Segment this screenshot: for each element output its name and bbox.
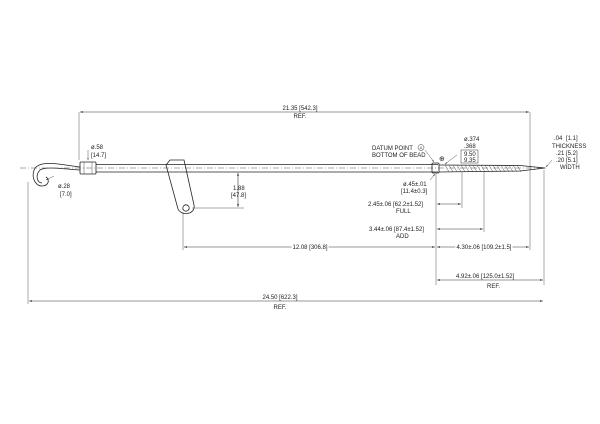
width-m2: [5.1] — [566, 158, 578, 164]
hook-dia-value: ø.28 — [58, 184, 71, 190]
thickness-value: .04 — [554, 136, 563, 142]
bracket-to-datum-value: 12.08 [306.8] — [292, 245, 327, 251]
add-mark-dimension: 3.44±.06 [87.4±1.52] ADD — [369, 227, 483, 240]
bead-spec-m2: 9.35 — [464, 158, 476, 164]
overall-top-dimension: 21.35 [542.3] REF. — [78, 106, 531, 172]
blade-knurl — [444, 164, 522, 173]
bracket-offset-metric: [47.8] — [231, 193, 246, 199]
overall-bottom-note: REF. — [273, 305, 286, 311]
blade-length-dimension: 4.92±.06 [125.0±1.52] REF. — [437, 274, 543, 290]
full-mark-label: FULL — [396, 209, 411, 215]
datum-bead — [431, 162, 440, 174]
datum-to-tip-dimension: 4.30±.06 [109.2±1.5] — [437, 244, 529, 253]
bracket-to-datum-dimension: 12.08 [306.8] — [184, 244, 435, 253]
datum-point-callout: DATUM POINT A BOTTOM OF BEAD — [372, 144, 435, 163]
add-mark-value: 3.44±.06 [87.4±1.52] — [369, 227, 424, 233]
thickness-label: THICKNESS — [552, 144, 586, 150]
tube-dia-metric: [14.7] — [91, 153, 106, 159]
blade-length-value: 4.92±.06 [125.0±1.52] — [456, 274, 515, 280]
full-mark-dimension: 2.45±.06 [62.2±1.52] FULL — [368, 202, 461, 215]
datum-symbol: A — [419, 146, 422, 151]
tube-dia-value: ø.58 — [91, 145, 104, 151]
bracket-hole — [182, 204, 190, 212]
thickness-metric: [1.1] — [566, 136, 578, 142]
hook-handle-inner — [36, 167, 81, 184]
bead-spec-d1: ø.374 — [464, 137, 480, 143]
bead-diameter-callout: ø.45±.01 [11.4±0.3] — [401, 173, 436, 195]
mounting-bracket — [165, 159, 195, 215]
full-mark-value: 2.45±.06 [62.2±1.52] — [368, 202, 423, 208]
bracket-offset-dimension: 1.88 [47.8] — [192, 173, 246, 209]
bracket-offset-value: 1.88 — [233, 186, 245, 192]
overall-top-note: REF. — [293, 114, 306, 120]
datum-to-tip-value: 4.30±.06 [109.2±1.5] — [457, 245, 512, 251]
datum-line1: DATUM POINT — [372, 146, 413, 152]
hook-dia-metric: [7.0] — [60, 192, 72, 198]
hook-diameter-callout: ø.28 [7.0] — [45, 175, 72, 198]
bead-gauge-icon: ⊕ — [439, 156, 445, 163]
bead-dia-value: ø.45±.01 — [403, 182, 427, 188]
datum-line2: BOTTOM OF BEAD — [372, 153, 426, 159]
bead-spec-callout: ø.374 .368 9.50 9.35 ⊕ — [439, 137, 480, 165]
blade-length-note: REF. — [487, 284, 500, 290]
width-label: WIDTH — [560, 165, 580, 171]
bead-spec-m1: 9.50 — [464, 152, 476, 158]
add-mark-label: ADD — [396, 234, 409, 240]
thickness-width-callout: .04 [1.1] THICKNESS .21 [5.2] .20 [5.1] … — [545, 136, 586, 171]
dipstick-part — [20, 159, 548, 215]
hook-handle — [32, 162, 81, 187]
overall-top-value: 21.35 [542.3] — [282, 106, 317, 112]
width-v2: .20 — [556, 158, 565, 164]
tube-diameter-callout: ø.58 [14.7] — [87, 145, 106, 160]
width-v1: .21 — [556, 151, 565, 157]
bead-dia-metric: [11.4±0.3] — [401, 189, 428, 195]
mark-extension-lines — [182, 170, 545, 285]
overall-bottom-value: 24.50 [622.3] — [262, 295, 297, 301]
width-m1: [5.2] — [566, 151, 578, 157]
bead-spec-d2: .368 — [464, 144, 476, 150]
overall-bottom-dimension: 24.50 [622.3] REF. — [27, 182, 543, 311]
